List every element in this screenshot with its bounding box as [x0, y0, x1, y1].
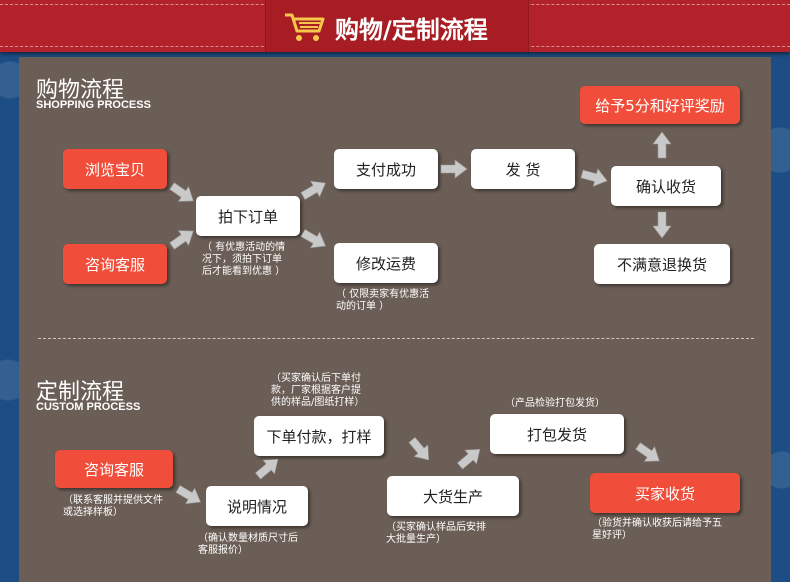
arrow-confirm-to-return: [652, 211, 672, 239]
step-consult: 咨询客服: [63, 244, 167, 284]
custom-step-consult: 咨询客服: [55, 450, 173, 488]
step-edit-freight: 修改运费: [334, 243, 438, 283]
edit-freight-note: （ 仅限卖家有优惠活 动的订单 ）: [336, 289, 430, 312]
custom-section-title: 定制流程: [36, 380, 125, 405]
custom-mass-note: （买家确认样品后安排 大批量生产）: [386, 522, 486, 545]
step-ship: 发 货: [471, 149, 575, 189]
header-banner: 购物/定制流程: [0, 0, 790, 52]
step-place-order: 拍下订单: [196, 196, 300, 236]
shopping-section-title: 购物流程: [36, 78, 125, 103]
step-review-reward: 给予5分和好评奖励: [580, 86, 740, 124]
custom-step-deposit-sample: 下单付款，打样: [254, 416, 384, 456]
custom-step-receive: 买家收货: [590, 473, 740, 513]
arrow-browse-to-order: [166, 178, 199, 209]
step-payment: 支付成功: [334, 149, 438, 189]
arrow-deposit-to-mass: [404, 433, 436, 467]
arrow-explain-to-deposit: [251, 452, 285, 484]
custom-section-subtitle: CUSTOM PROCESS: [36, 401, 141, 413]
custom-step-explain: 说明情况: [206, 486, 308, 526]
shopping-cart-icon: [285, 13, 325, 41]
place-order-note: （ 有优惠活动的情 况下，须拍下订单 后才能看到优惠 ）: [202, 242, 286, 277]
shopping-section-subtitle: SHOPPING PROCESS: [36, 99, 151, 111]
custom-step-pack-ship: 打包发货: [490, 414, 624, 454]
custom-deposit-note: （买家确认后下单付 款，厂家根据客户提 供的样品/图纸打样）: [271, 373, 365, 408]
section-divider: [38, 338, 754, 339]
arrow-pack-to-receive: [632, 438, 665, 469]
step-confirm-receipt: 确认收货: [611, 166, 721, 206]
arrow-order-to-pay: [298, 174, 331, 205]
arrow-mass-to-pack: [453, 442, 487, 474]
custom-step-mass-production: 大货生产: [387, 476, 519, 516]
arrow-ship-to-confirm: [579, 165, 610, 190]
custom-consult-note: （联系客服并提供文件 或选择样板）: [63, 495, 163, 518]
step-browse: 浏览宝贝: [63, 149, 167, 189]
arrow-consult-to-explain: [173, 480, 206, 511]
arrow-confirm-to-review: [652, 131, 672, 159]
arrow-order-to-freight: [298, 224, 331, 255]
arrow-pay-to-ship: [440, 159, 468, 179]
custom-receive-note: （验货并确认收获后请给予五 星好评）: [592, 518, 722, 541]
custom-pack-note: （产品检验打包发货）: [505, 398, 605, 409]
step-return-exchange: 不满意退换货: [594, 244, 730, 284]
arrow-consult-to-order: [166, 223, 199, 254]
page-title: 购物/定制流程: [335, 16, 488, 44]
custom-explain-note: （确认数量材质尺寸后 客服报价）: [198, 533, 298, 556]
